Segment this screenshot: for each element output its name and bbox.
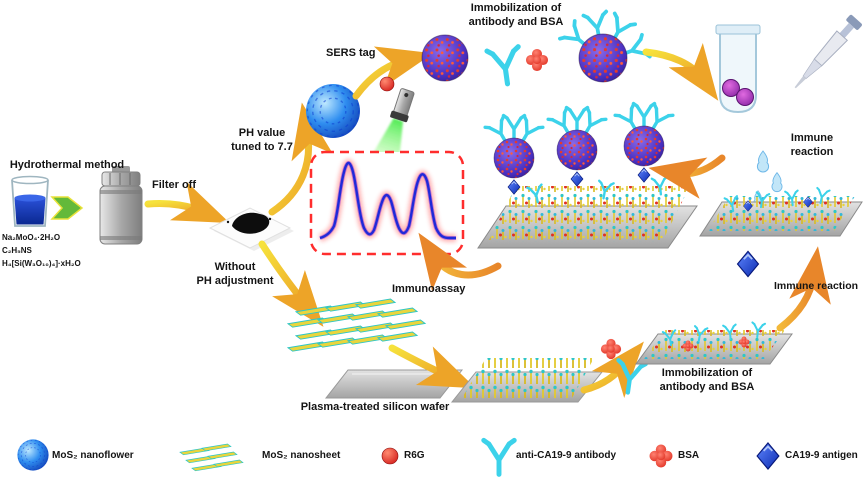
nanosheet-icon [179,443,244,472]
legend-label-r6g: R6G [404,450,425,461]
bound-sers-tag [546,105,608,187]
arrow-to-wafer [388,344,476,389]
arrow-immune-reaction-top [648,154,726,199]
nanoflower-icon [17,439,49,471]
pipette [794,14,862,89]
sers-tag-label: SERS tag [326,47,376,59]
antibody-icon [484,440,514,474]
legend-label-antibody: anti-CA19-9 antibody [516,450,617,461]
beaker [11,175,49,227]
arrow-to-tube [642,43,719,101]
immune-reaction-top-label: Immune reaction [772,132,852,160]
antigen-icon [756,442,780,470]
sers-spectrum-panel [309,150,465,256]
substrate-nanosheets [450,358,604,403]
droplet-icon [756,150,770,173]
legend-label-nanosheet: MoS₂ nanosheet [262,450,341,461]
hydrothermal-method-label: Hydrothermal method [9,159,125,171]
without-ph-line2: PH adjustment [196,274,274,287]
substrate-sandwich [477,101,698,249]
nanoflower [305,83,361,139]
immune-reaction-top-line2: reaction [790,145,834,158]
bsa-icon [525,48,549,72]
ph-value-line1: PH value [238,127,286,139]
plasma-wafer-label: Plasma-treated silicon wafer [300,401,450,413]
antigen-icon [736,250,760,278]
chemical-2: C₂H₅NS [2,245,32,255]
sers-tag-sphere [421,34,469,82]
sers-spectrum-curve [318,159,456,242]
immune-reaction-top-line1: Immune [790,132,834,144]
antibody-icon [487,47,523,86]
immobilization-bottom-line2: antibody and BSA [659,380,755,393]
r6g-dot [379,76,395,92]
legend-label-nanoflower: MoS₂ nanoflower [52,450,134,461]
substrate-immobilized [635,321,793,365]
immobilization-bottom-label: Immobilization of antibody and BSA [648,367,766,395]
arrow-immunoassay [418,232,502,291]
arrow-immune-reaction-bottom [776,246,831,332]
bsa-icon [649,444,673,468]
substrate-antigen-bound [699,186,863,237]
arrow-without-ph [258,240,324,327]
antibody-icon [614,360,645,394]
chemicals-list: Na₂MoO₄·2H₂O C₂H₅NS H₄[Si(W₃O₁₀)₄]·xH₂O [2,232,132,270]
ph-value-line2: tuned to 7.7 [231,140,293,153]
immunoassay-label: Immunoassay [392,283,466,295]
without-ph-line1: Without [214,261,256,273]
immobilization-top-line2: antibody and BSA [468,15,564,28]
bound-sers-tag [483,113,545,195]
arrow-sers-tag [352,46,434,100]
bound-sers-tag [613,101,675,183]
immobilization-bottom-line1: Immobilization of [661,367,753,379]
immobilization-top-line1: Immobilization of [470,2,562,14]
immune-reaction-bottom-label: Immune reaction [774,280,859,292]
immobilization-top-label: Immobilization of antibody and BSA [452,2,580,30]
droplet-icon [771,172,783,193]
r6g-icon [381,447,399,465]
legend-label-bsa: BSA [678,450,700,461]
without-ph-label: Without PH adjustment [184,261,286,289]
chemical-1: Na₂MoO₄·2H₂O [2,233,61,242]
legend [17,439,780,474]
black-powder [208,207,294,251]
arrow-ph-tuned [268,102,333,216]
arrow-hydrothermal [50,196,84,220]
ph-value-label: PH value tuned to 7.7 [218,127,306,155]
legend-label-antigen: CA19-9 antigen [785,450,858,461]
autoclave [99,166,143,245]
arrow-filter-off [144,181,230,224]
chemical-3: H₄[Si(W₃O₁₀)₄]·xH₂O [2,258,81,268]
bsa-icon [600,338,622,360]
test-tube [715,24,761,114]
filter-off-label: Filter off [152,179,196,191]
